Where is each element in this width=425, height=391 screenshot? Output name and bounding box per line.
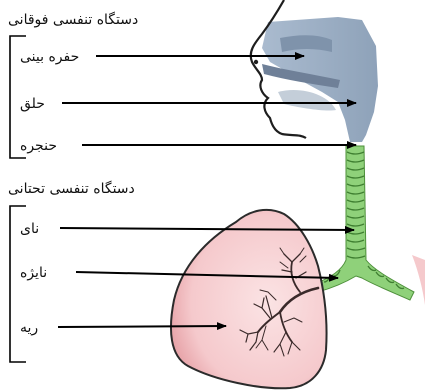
arrow-trachea (60, 228, 354, 230)
right-lung-edge (412, 255, 425, 305)
label-lung: ریه (20, 320, 38, 336)
arrow-lung (58, 326, 226, 327)
label-larynx: حنجره (20, 138, 57, 154)
lung-shape-icon (171, 210, 327, 388)
nostril-dot (254, 60, 258, 64)
label-nasal-cavity: حفره بینی (20, 49, 79, 65)
label-trachea: نای (20, 221, 39, 237)
lower-respiratory-title: دستگاه تنفسی تحتانی (8, 180, 135, 197)
label-pharynx: حلق (20, 96, 45, 112)
upper-respiratory-title: دستگاه تنفسی فوقانی (8, 11, 138, 28)
label-bronchi: نایژه (20, 265, 47, 281)
